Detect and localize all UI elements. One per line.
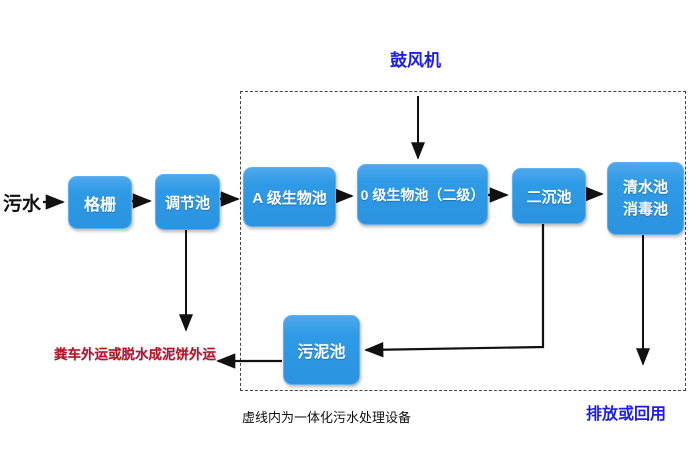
boundary-note-label: 虚线内为一体化污水处理设备 (242, 410, 412, 425)
box-grate: 格栅 (68, 176, 132, 229)
box-clear-water-label: 清水池 (622, 178, 668, 196)
discharge-reuse-label: 排放或回用 (586, 406, 667, 423)
box-secondary-sedimentation-label: 二沉池 (526, 188, 572, 206)
arrow-sedimentation-to-sludge-tank (364, 223, 545, 358)
box-grate-label: 格栅 (83, 196, 116, 214)
box-clear-water-disinfection-tank: 清水池 消毒池 (607, 162, 684, 235)
influent-sewage-label: 污水 (3, 194, 42, 215)
integrated-equipment-boundary (240, 91, 686, 391)
box-secondary-sedimentation-tank: 二沉池 (512, 168, 586, 224)
box-a-level-bio-tank-label: A 级生物池 (252, 189, 327, 207)
box-disinfection-label: 消毒池 (622, 200, 668, 218)
box-sludge-tank-label: 污泥池 (297, 344, 346, 361)
box-regulating-tank: 调节池 (155, 174, 220, 230)
box-sludge-tank: 污泥池 (283, 315, 360, 385)
box-o-level-bio-tank-label: 0 级生物池（二级） (360, 186, 485, 203)
sludge-disposal-label: 粪车外运或脱水成泥饼外运 (54, 347, 216, 362)
box-o-level-bio-tank: 0 级生物池（二级） (357, 164, 488, 225)
box-a-level-bio-tank: A 级生物池 (243, 167, 336, 227)
box-regulating-tank-label: 调节池 (164, 194, 210, 212)
blower-label: 鼓风机 (390, 51, 441, 70)
